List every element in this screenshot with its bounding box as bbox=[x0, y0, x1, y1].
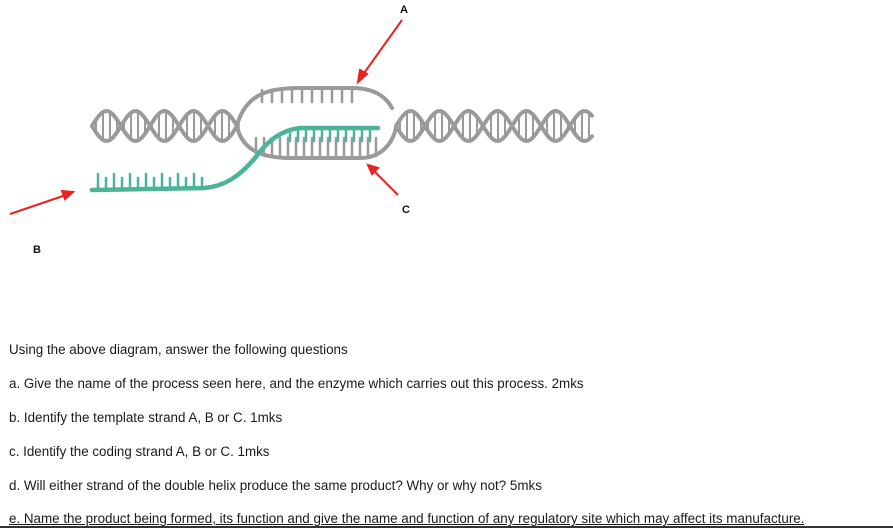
label-a: A bbox=[400, 4, 408, 16]
arrow-c-line bbox=[372, 169, 399, 196]
dna-double-helix-right bbox=[394, 108, 594, 144]
bottom-dna-strand bbox=[236, 126, 398, 160]
instructions-text: Using the above diagram, answer the foll… bbox=[9, 342, 348, 357]
question-c: c. Identify the coding strand A, B or C.… bbox=[9, 444, 270, 459]
helix-strand-1 bbox=[90, 108, 240, 144]
question-a: a. Give the name of the process seen her… bbox=[9, 376, 584, 391]
bottom-divider bbox=[0, 526, 893, 528]
helix-strand-2 bbox=[90, 108, 240, 144]
top-dna-strand bbox=[236, 86, 394, 124]
dna-double-helix-left bbox=[90, 108, 240, 144]
rna-strand bbox=[89, 125, 381, 193]
top-strand-bases bbox=[260, 88, 354, 104]
label-b: B bbox=[33, 244, 41, 256]
arrows bbox=[9, 19, 403, 215]
question-b: b. Identify the template strand A, B or … bbox=[9, 410, 283, 425]
transcription-bubble bbox=[236, 86, 398, 160]
rna-bases bbox=[96, 127, 372, 191]
transcription-diagram: A B C bbox=[9, 4, 594, 256]
arrow-b-line bbox=[9, 194, 67, 215]
arrow-a-head bbox=[356, 68, 369, 85]
question-e: e. Name the product being formed, its fu… bbox=[9, 511, 805, 526]
question-d: d. Will either strand of the double heli… bbox=[9, 478, 542, 493]
label-c: C bbox=[402, 204, 410, 216]
arrow-b-head bbox=[60, 189, 76, 201]
helix-strand-1 bbox=[394, 108, 594, 144]
arrow-a-line bbox=[361, 19, 403, 77]
arrow-c-head bbox=[366, 163, 380, 176]
helix-strand-2 bbox=[394, 108, 594, 144]
